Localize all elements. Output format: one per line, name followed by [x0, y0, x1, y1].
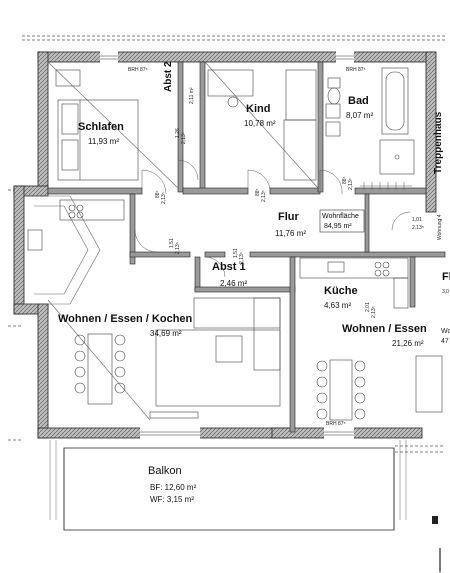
room-name-flur: Flur — [278, 211, 299, 223]
brh-label-1: BRH 87⁵ — [128, 67, 148, 73]
corner-marker — [432, 516, 438, 524]
room-area-kueche: 4,63 m² — [324, 301, 352, 310]
wohnflaeche-label: Wohnfläche — [322, 213, 359, 220]
room-area-kind: 10,78 m² — [244, 119, 276, 128]
interior-walls — [47, 61, 446, 433]
dining-table-icon — [74, 333, 126, 405]
roof-outline — [8, 35, 445, 453]
balkon-bf: BF: 12,60 m² — [150, 483, 197, 492]
brh-label-3: BRH 87⁵ — [326, 421, 346, 427]
wohnflaeche-value: 84,95 m² — [324, 223, 352, 230]
exterior-walls — [13, 51, 437, 439]
door-dim-h: 2,13⁵ — [175, 242, 181, 254]
balkon-wf: WF: 3,15 m² — [150, 495, 195, 504]
room-area-wo-partial: 47 — [441, 338, 449, 345]
bathtub-icon — [381, 67, 409, 135]
room-area-wohnen-essen: 21,26 m² — [392, 339, 424, 348]
roof-lines — [24, 61, 319, 421]
door-swings — [134, 159, 411, 278]
wall-openings — [100, 51, 354, 439]
room-name-wohnen-essen: Wohnen / Essen — [342, 323, 427, 335]
room-name-schlafen: Schlafen — [78, 121, 124, 133]
room-area-bad: 8,07 m² — [346, 111, 374, 120]
room-area-abst1: 2,46 m² — [220, 279, 248, 288]
room-area-abst2: 2,11 m² — [189, 87, 195, 104]
room-area-wohnen-kochen: 34,69 m² — [150, 329, 182, 338]
toilet-icon — [327, 77, 341, 105]
room-name-kueche: Küche — [324, 285, 358, 297]
room-name-wo-partial: Wo — [441, 328, 450, 335]
balkon-name: Balkon — [148, 465, 182, 477]
door-dim-h: 2,13⁵ — [371, 306, 377, 318]
wohnung-label: Wohnung 4 — [437, 214, 443, 240]
room-name-wohnen-kochen: Wohnen / Essen / Kochen — [58, 313, 193, 325]
dining-table-right-icon — [316, 355, 443, 421]
door-dim-h: 2,13⁵ — [161, 192, 167, 204]
room-name-abst2: Abst 2 — [163, 61, 174, 92]
bed-icon — [55, 69, 139, 181]
door-dim-w: 1,01 — [412, 217, 422, 223]
sink-icon — [325, 103, 415, 175]
treppenhaus-label: Treppenhaus — [433, 111, 444, 174]
staircase-icon — [360, 182, 412, 190]
door-dim-h: 2,13⁵ — [261, 190, 267, 202]
room-name-bad: Bad — [348, 95, 369, 107]
kitchen-island — [27, 199, 125, 251]
door-dim-h: 2,13⁵ — [412, 225, 424, 231]
room-name-fl-partial: Fl — [442, 271, 450, 283]
room-area-fl-partial: 3,0 — [442, 289, 449, 295]
door-dim-h: 2,13⁵ — [239, 252, 245, 264]
door-dim-h: 2,13⁵ — [348, 178, 354, 190]
balcony-outline — [63, 447, 395, 531]
kitchen-counter — [299, 257, 409, 309]
room-name-kind: Kind — [246, 103, 271, 115]
balcony-drains — [49, 440, 407, 520]
room-area-flur: 11,76 m² — [275, 229, 306, 238]
desk-icon — [207, 69, 317, 181]
sofa-icon — [149, 297, 281, 419]
room-area-schlafen: 11,93 m² — [88, 137, 119, 146]
brh-label-2: BRH 87⁵ — [346, 67, 366, 73]
window-lines — [100, 55, 354, 436]
room-name-abst1: Abst 1 — [212, 261, 246, 273]
wohnflaeche-box — [319, 209, 365, 233]
door-dim-h: 2,13⁵ — [181, 132, 187, 144]
